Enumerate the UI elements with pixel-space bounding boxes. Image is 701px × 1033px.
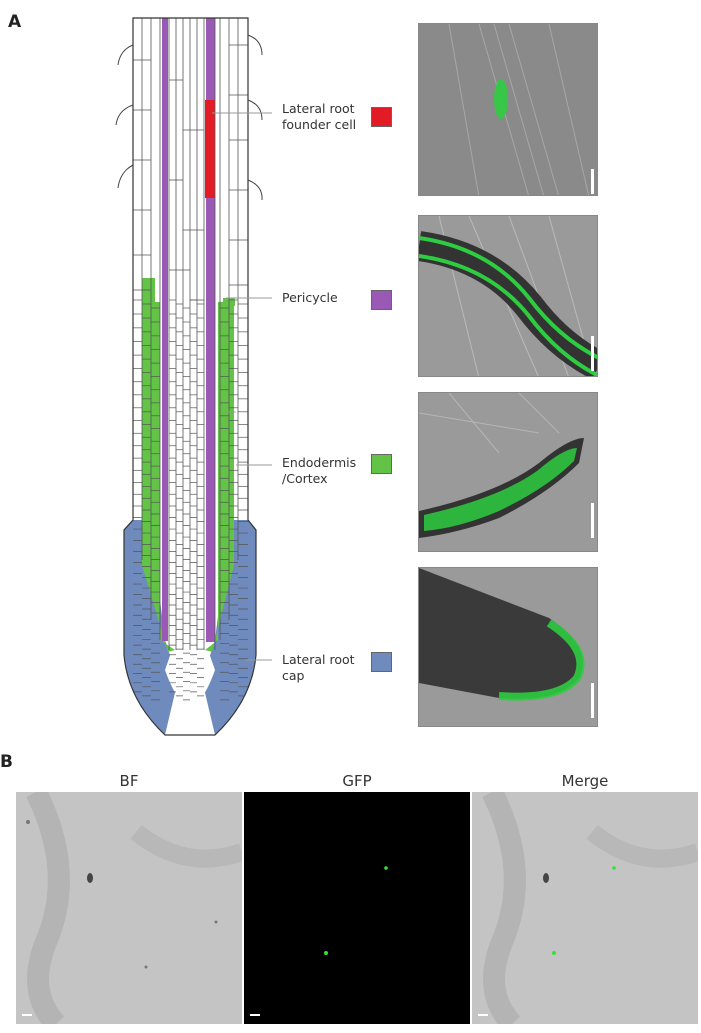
- micrograph-pericycle: [418, 215, 598, 377]
- column-title-gfp: GFP: [342, 772, 372, 790]
- legend-label-pericycle: Pericycle: [282, 290, 338, 305]
- legend-swatch-lateral-root-cap: [371, 652, 392, 672]
- pericycle-right: [206, 18, 215, 107]
- lateral-root-founder-cell: [205, 100, 215, 198]
- micrograph-founder-cell: [418, 23, 598, 196]
- pericycle-left: [162, 18, 168, 641]
- column-title-bf: BF: [119, 772, 139, 790]
- micrograph-lateral-root-cap: [418, 567, 598, 727]
- merge-image: [472, 792, 698, 1024]
- endodermis-cortex-left: [142, 302, 175, 652]
- lateral-root-cap-left: [124, 520, 178, 735]
- panel-label-b: B: [0, 752, 13, 772]
- legend-swatch-founder-cell: [371, 107, 392, 127]
- column-title-merge: Merge: [561, 772, 609, 790]
- bf-image: [16, 792, 242, 1024]
- legend-label-endodermis-cortex: Endodermis /Cortex: [282, 455, 357, 486]
- lateral-root-cap-right: [202, 520, 256, 735]
- root-hairs: [115, 34, 263, 201]
- gfp-image: [244, 792, 470, 1024]
- legend-swatch-pericycle: [371, 290, 392, 310]
- root-schematic: [115, 17, 272, 736]
- panel-label-a: A: [8, 12, 22, 32]
- legend-label-founder-cell: Lateral root founder cell: [282, 101, 357, 132]
- legend-swatch-endodermis-cortex: [371, 454, 392, 474]
- legend-label-lateral-root-cap: Lateral root cap: [282, 652, 355, 683]
- micrograph-endodermis-cortex: [418, 392, 598, 552]
